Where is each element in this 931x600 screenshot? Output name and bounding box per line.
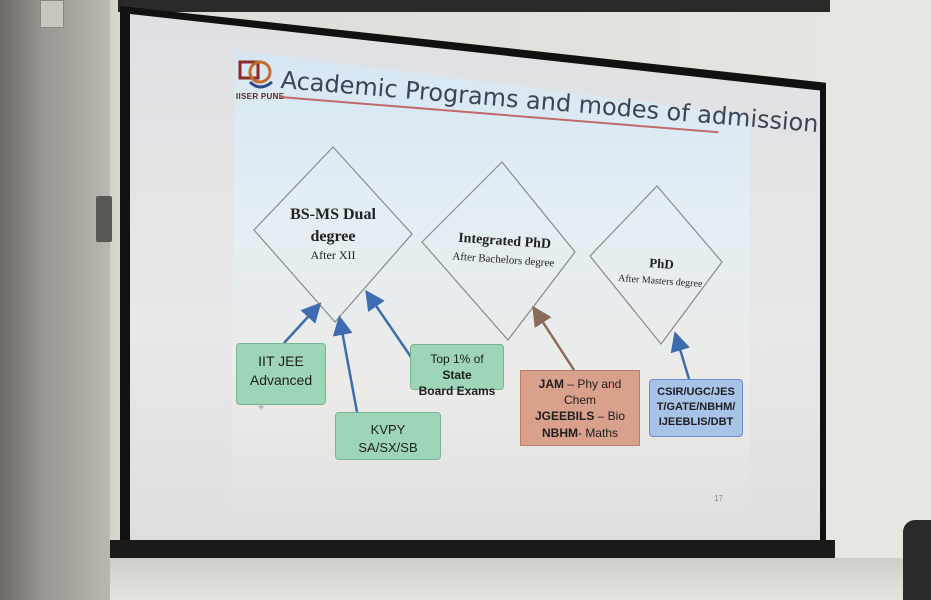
bsms-name-line1: BS-MS Dual xyxy=(290,206,376,223)
screen-bottom-bar xyxy=(110,540,835,558)
state-board-box: Top 1% of State Board Exams xyxy=(410,344,504,398)
wall-lower xyxy=(110,558,931,600)
iit-jee-line1: IIT JEE xyxy=(258,353,304,369)
nbhm-rest: - Maths xyxy=(577,425,618,440)
jam-bold: JAM xyxy=(538,377,564,391)
arrow-kvpy xyxy=(332,315,359,413)
nbhm-bold: NBHM xyxy=(541,425,578,440)
jgeebils-bold: JGEEBILS xyxy=(534,409,595,424)
kvpy-box: KVPY SA/SX/SB xyxy=(335,412,441,460)
csir-line3: IJEEBLIS/DBT xyxy=(658,415,734,428)
left-wall-pillar xyxy=(0,0,110,600)
csir-line2: T/GATE/NBHM/ xyxy=(656,400,736,413)
logo-label: IISER PUNE xyxy=(236,92,285,101)
screen-housing xyxy=(118,0,830,12)
jam-box: JAM – Phy and Chem JGEEBILS – Bio NBHM- … xyxy=(520,370,640,446)
bsms-sub: After XII xyxy=(310,248,356,262)
state-board-prefix: Top 1% of xyxy=(430,352,484,366)
bsms-label: BS-MS Dual degree After XII xyxy=(283,206,383,263)
iit-jee-box: IIT JEE Advanced xyxy=(236,343,326,405)
iiser-logo xyxy=(236,58,280,100)
jgeebils-rest: – Bio xyxy=(594,409,626,424)
state-board-bold2: Board Exams xyxy=(418,384,496,399)
arrow-iitjee xyxy=(283,302,322,344)
csir-box: CSIR/UGC/JES T/GATE/NBHM/ IJEEBLIS/DBT xyxy=(649,379,743,437)
arrow-csir xyxy=(670,331,691,380)
csir-line1: CSIR/UGC/JES xyxy=(657,386,735,398)
faint-logo: ◈ xyxy=(258,402,265,411)
jam-line2: Chem xyxy=(563,393,596,408)
iit-jee-line2: Advanced xyxy=(249,371,313,388)
state-board-bold1: State xyxy=(442,368,472,383)
state-board-line1: Top 1% of State xyxy=(415,351,499,383)
diamond-integrated-phd xyxy=(421,161,576,341)
jam-rest: – Phy and xyxy=(563,377,622,391)
screen-bracket xyxy=(96,196,112,242)
wall-fixture xyxy=(40,0,64,28)
slide-number: 17 xyxy=(714,494,723,503)
foreground-object xyxy=(903,520,931,600)
kvpy-line2: SA/SX/SB xyxy=(358,439,418,455)
arrow-stateboard xyxy=(365,289,415,361)
arrow-jam xyxy=(532,305,576,371)
kvpy-line1: KVPY xyxy=(370,422,406,437)
bsms-name-line2: degree xyxy=(310,228,356,245)
diamond-phd xyxy=(589,185,723,345)
